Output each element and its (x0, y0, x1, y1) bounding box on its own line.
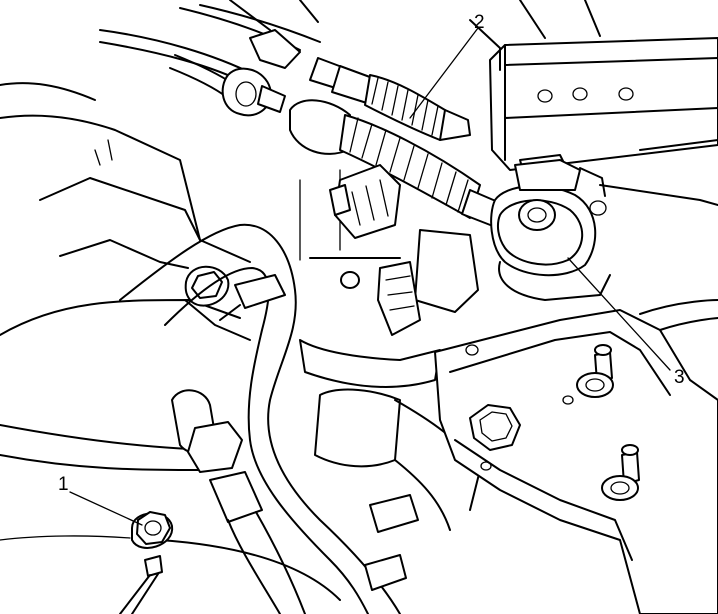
wiring-harness-hose (119, 223, 481, 614)
upper-cable-boot (364, 74, 471, 141)
shift-lever-assembly (490, 154, 611, 301)
callout-1: 1 (58, 474, 69, 495)
left-bracket-bolt (184, 265, 251, 341)
callout-3: 3 (674, 367, 685, 388)
upper-right-bracket (469, 0, 718, 206)
lower-cable-boot (289, 99, 506, 229)
shift-cables (99, 4, 379, 117)
callout-leaders (69, 27, 671, 526)
mounting-plate (434, 299, 718, 614)
callout-2: 2 (474, 12, 485, 33)
ground-bolt (119, 511, 174, 614)
wiring-connector (329, 164, 479, 336)
lower-left-hose (171, 389, 306, 614)
